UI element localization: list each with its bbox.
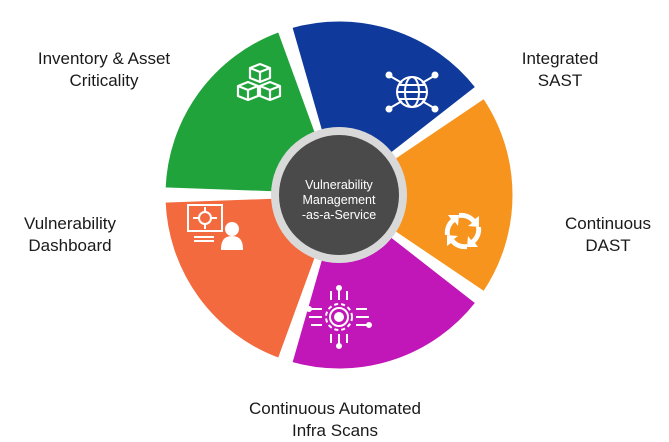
label-inventory: Inventory & Asset Criticality [37, 49, 171, 90]
center-title: Vulnerability Management -as-a-Service [279, 178, 399, 223]
center-title-line3: -as-a-Service [301, 208, 377, 222]
label-sast: Integrated SAST [521, 49, 599, 90]
center-title-line2: Management [302, 193, 376, 207]
label-dast: Continuous DAST [564, 214, 651, 255]
refresh-cycle-icon [444, 212, 482, 250]
center-title-line1: Vulnerability [305, 178, 373, 192]
globe-network-icon [385, 71, 439, 113]
label-infra: Continuous Automated Infra Scans [248, 399, 421, 440]
boxes-icon [236, 62, 282, 102]
dashboard-user-icon [187, 204, 244, 250]
gear-chip-icon [306, 285, 372, 349]
center-circle [279, 135, 399, 255]
label-dashboard: Vulnerability Dashboard [24, 214, 116, 255]
